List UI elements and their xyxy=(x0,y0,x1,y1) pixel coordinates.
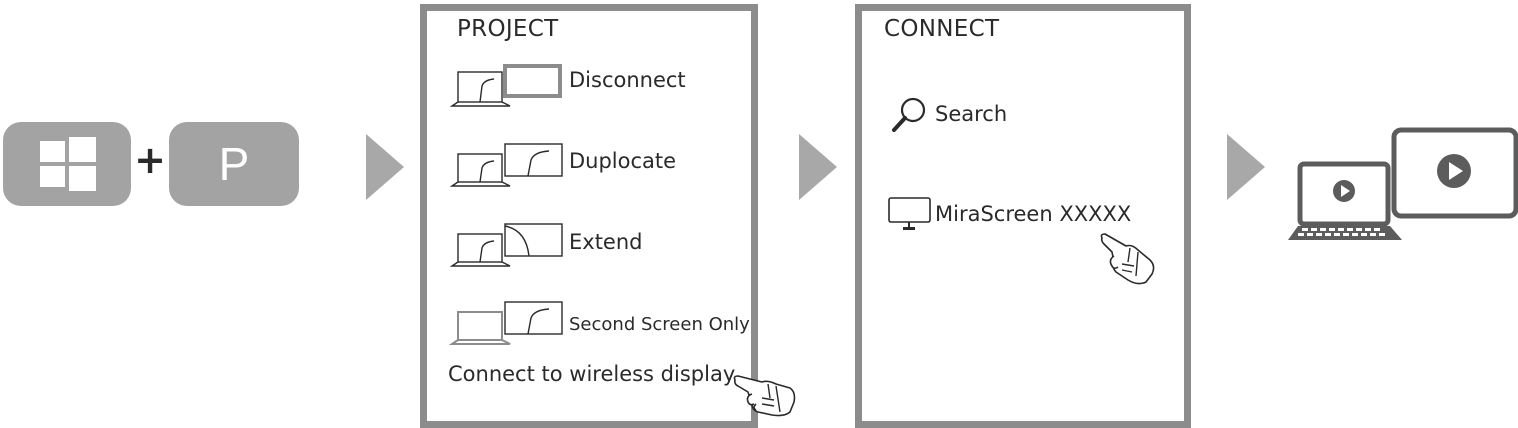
pointing-hand-icon xyxy=(733,375,796,417)
search-option[interactable]: Search xyxy=(935,102,1008,126)
extend-option[interactable]: Extend xyxy=(569,230,643,254)
p-key-label: P xyxy=(218,138,250,190)
project-panel-title: PROJECT xyxy=(457,16,559,42)
duplicate-mode-icon[interactable] xyxy=(449,142,564,188)
disconnect-option[interactable]: Disconnect xyxy=(569,68,686,92)
connect-panel-title: CONNECT xyxy=(884,16,1000,42)
windows-logo-icon xyxy=(40,137,96,191)
connect-wireless-display-link[interactable]: Connect to wireless display xyxy=(448,362,736,386)
pointing-hand-icon xyxy=(1100,233,1155,285)
windows-key xyxy=(3,122,131,206)
p-key: P xyxy=(169,122,299,206)
monitor-icon[interactable] xyxy=(887,196,933,232)
step-arrow-icon xyxy=(799,134,837,200)
duplicate-option[interactable]: Duplocate xyxy=(569,149,677,173)
second-screen-only-option[interactable]: Second Screen Only xyxy=(569,314,750,335)
second-screen-only-icon[interactable] xyxy=(448,300,564,346)
laptop-projecting-icon xyxy=(1288,127,1518,240)
mirascreen-device-option[interactable]: MiraScreen XXXXX xyxy=(935,202,1132,226)
disconnect-mode-icon[interactable] xyxy=(449,64,564,108)
project-panel xyxy=(420,4,758,428)
step-arrow-icon xyxy=(1227,134,1265,200)
extend-mode-icon[interactable] xyxy=(449,222,564,268)
plus-sign: + xyxy=(134,138,166,182)
step-arrow-icon xyxy=(366,134,404,200)
search-icon[interactable] xyxy=(892,97,928,133)
